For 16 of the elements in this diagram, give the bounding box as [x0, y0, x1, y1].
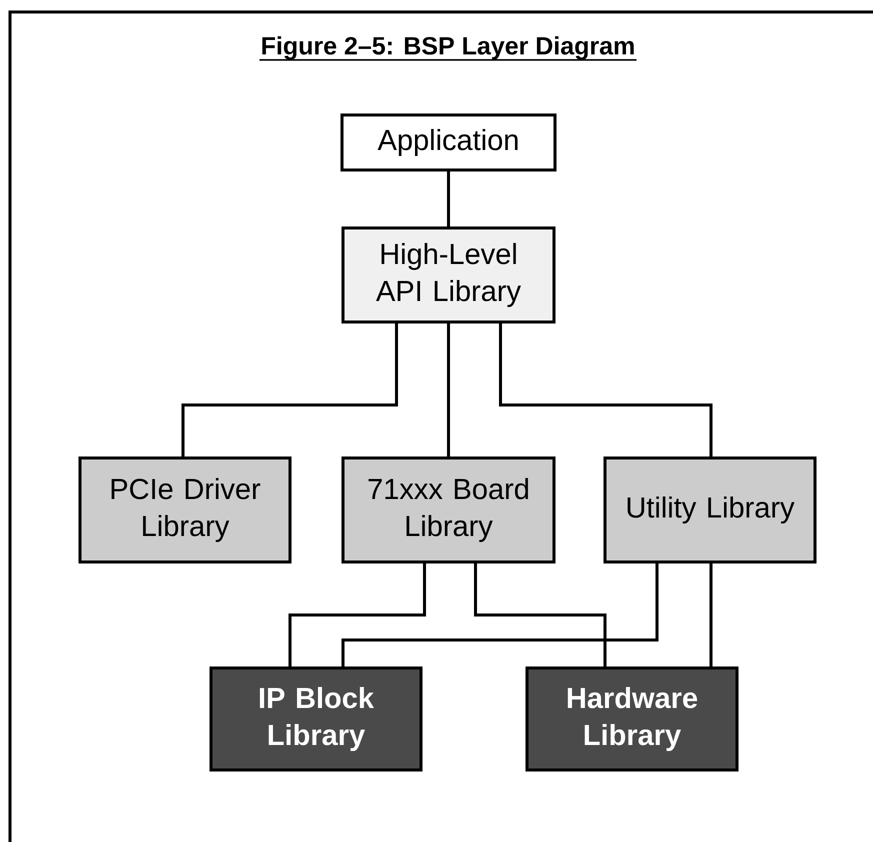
figure-title: Figure 2–5: BSP Layer Diagram — [259, 36, 637, 61]
connector-line — [447, 324, 450, 456]
layer-box: Application — [340, 114, 556, 172]
layer-box: High-Level API Library — [342, 226, 556, 324]
layer-box: Hardware Library — [526, 666, 738, 772]
connector-line — [474, 564, 606, 666]
connector-line — [710, 564, 712, 666]
connector-line — [499, 324, 712, 456]
connector-line — [342, 564, 658, 666]
layer-box: Utility Library — [604, 456, 816, 564]
connector-line — [182, 324, 398, 456]
layer-box: PCIe Driver Library — [78, 456, 292, 564]
layer-box: 71xxx Board Library — [342, 456, 556, 564]
layer-box: IP Block Library — [210, 666, 422, 772]
connector-line — [447, 172, 450, 226]
connector-line — [288, 564, 426, 666]
